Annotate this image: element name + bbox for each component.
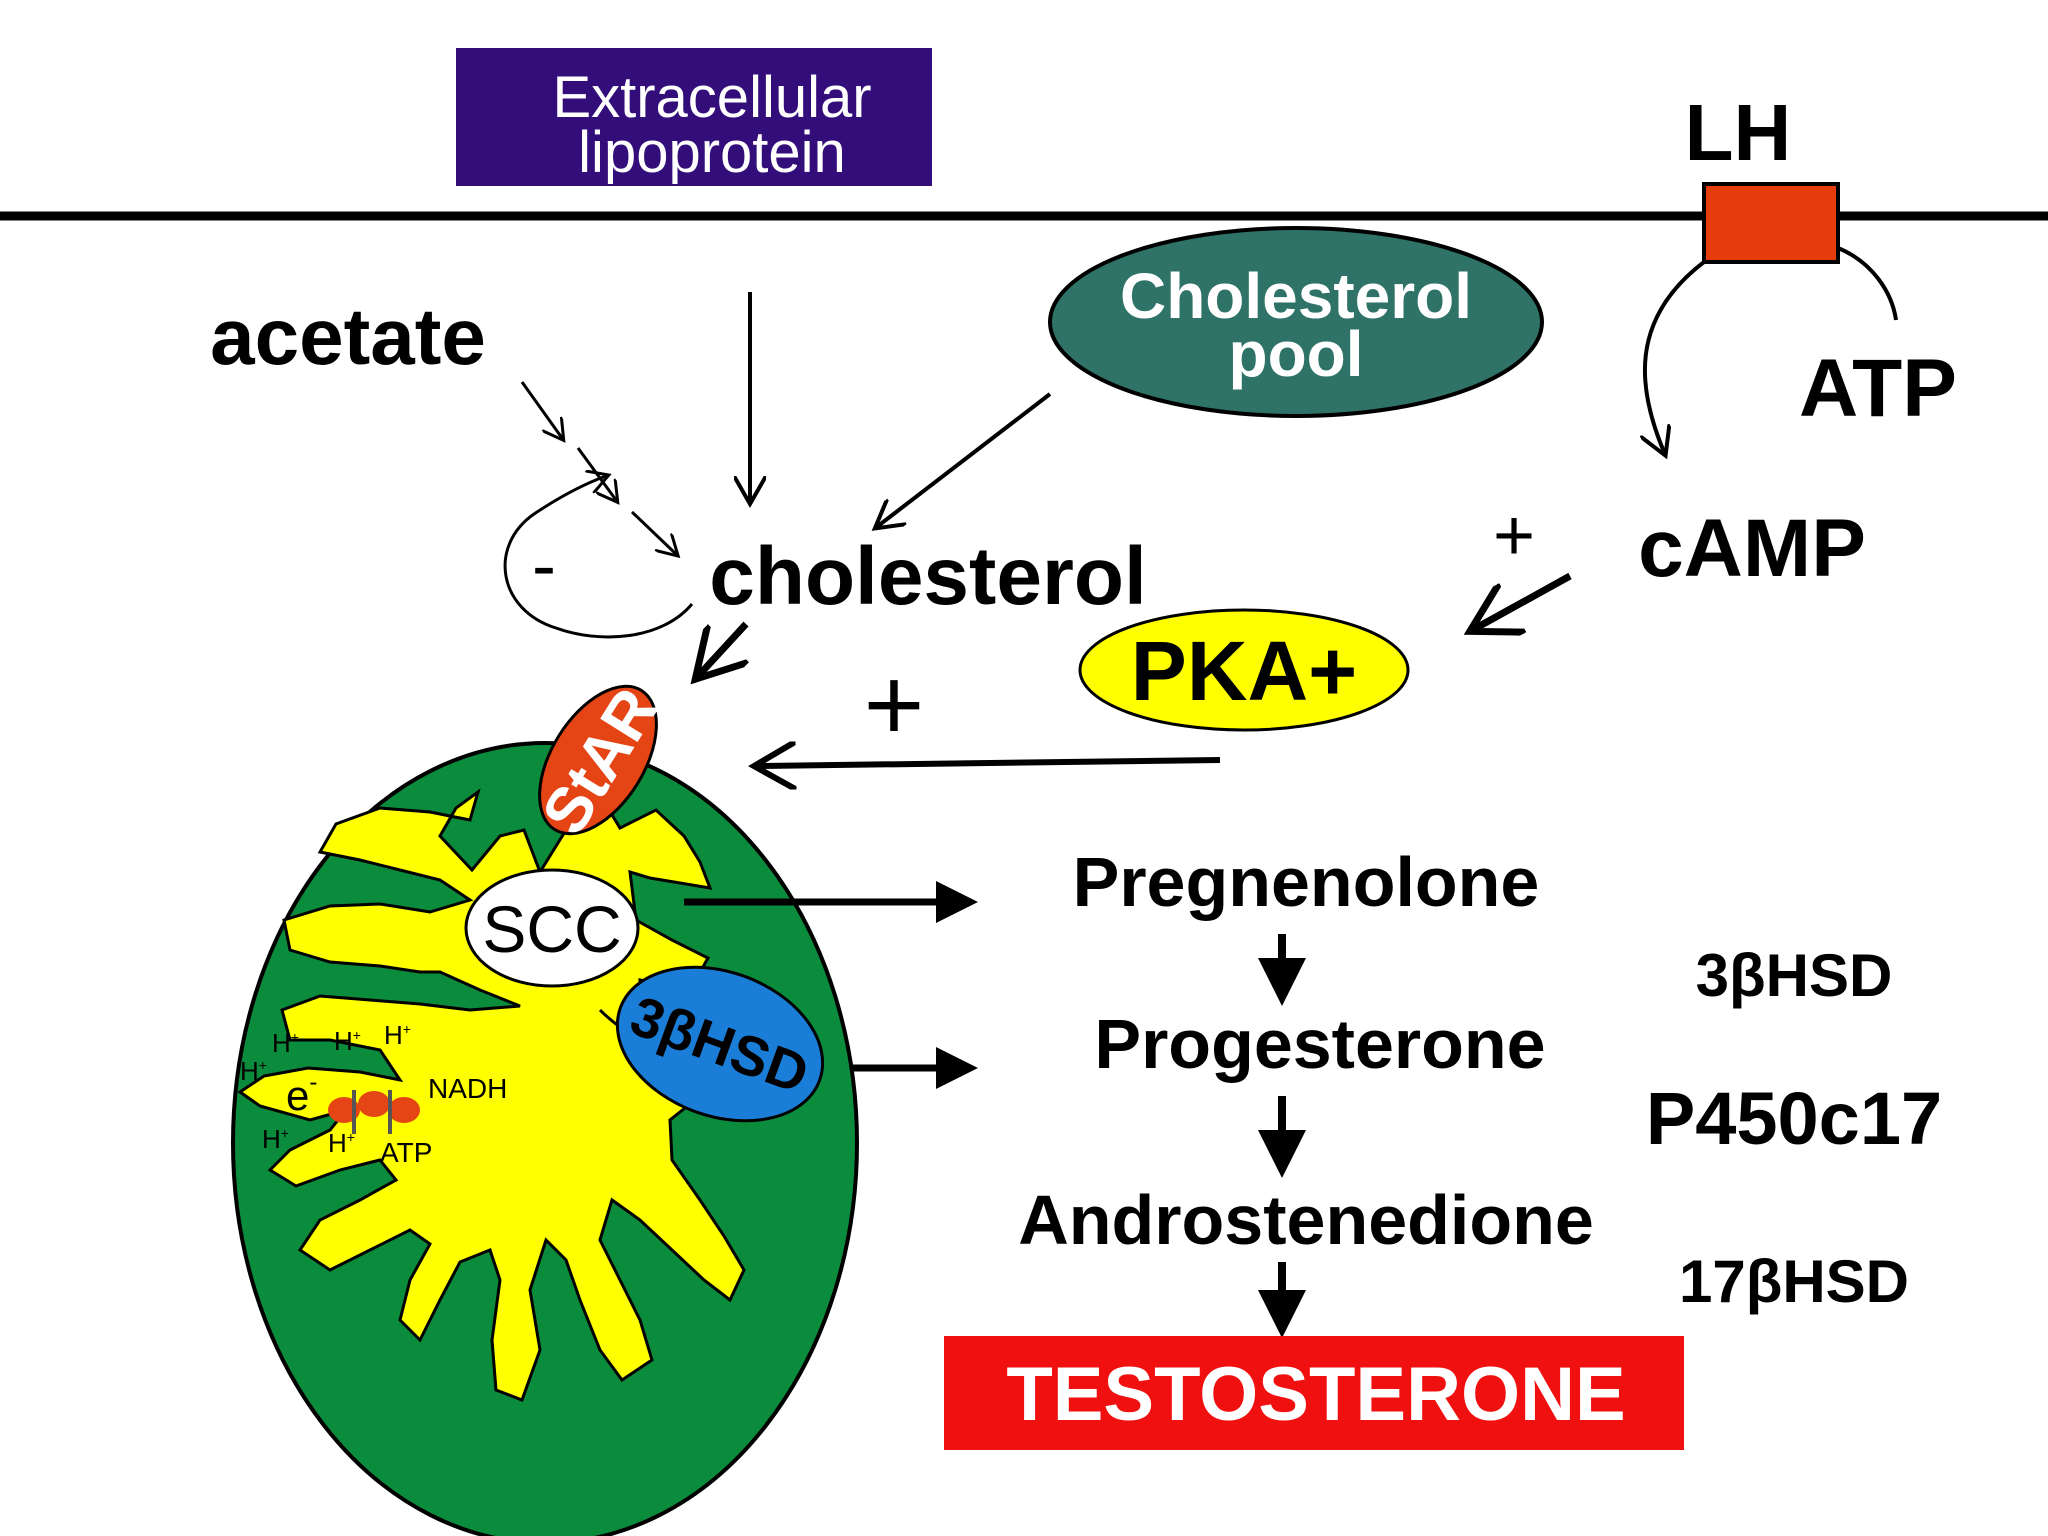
cholesterol-label: cholesterol: [709, 531, 1146, 622]
nadh-label: NADH: [428, 1073, 507, 1104]
proton-label: H+: [240, 1056, 267, 1086]
negative-feedback-loop: [503, 476, 694, 639]
atp-synthase-subunit: [358, 1091, 390, 1117]
atp-synthase-subunit: [388, 1097, 420, 1123]
lh-receptor: [1702, 182, 1840, 264]
electron-label: e-: [286, 1069, 317, 1119]
progesterone-label: Progesterone: [1094, 1005, 1545, 1083]
proton-label: H+: [272, 1028, 299, 1058]
scc-label: SCC: [482, 892, 621, 966]
androstenedione-label: Androstenedione: [1018, 1181, 1594, 1259]
acetate-arrow-2: [576, 447, 616, 500]
proton-label: H+: [334, 1026, 361, 1056]
electron-transport: H+ H+ H+ H+ H+ H+ e- NADH ATP: [240, 1020, 507, 1168]
pka-label: PKA+: [1131, 624, 1357, 718]
cholesterol-pool-oval: [1048, 226, 1544, 418]
camp-to-pka-arrow: [1476, 572, 1572, 628]
lh-label: LH: [1685, 88, 1792, 177]
pool-to-cholesterol-arrow: [878, 392, 1052, 526]
lipoprotein-label-line2: lipoprotein: [578, 120, 846, 185]
enzyme-p450c17-label: P450c17: [1646, 1077, 1942, 1160]
receptor-to-atp-curve: [1837, 246, 1898, 321]
mito-atp-label: ATP: [380, 1137, 432, 1168]
cholesterol-pool-line2: pool: [1228, 318, 1363, 390]
hsd3b-enzyme: 3βHSD: [615, 965, 825, 1123]
proton-label: H+: [328, 1128, 355, 1158]
pka-oval: [1078, 608, 1410, 732]
lipoprotein-box: [456, 48, 932, 186]
lipoprotein-label-line1: Extracellular: [552, 65, 871, 130]
camp-label: cAMP: [1638, 503, 1866, 594]
acetate-arrow-1: [520, 381, 562, 438]
acetate-label: acetate: [210, 292, 486, 381]
testosterone-label: TESTOSTERONE: [1006, 1352, 1625, 1437]
acetate-arrow-3: [630, 510, 676, 554]
pka-to-star-arrow: [760, 760, 1221, 766]
cholesterol-pool-line1: Cholesterol: [1120, 260, 1472, 332]
enzyme-3bhsd-label: 3βHSD: [1696, 942, 1893, 1009]
scc-enzyme: [464, 868, 640, 988]
plus-camp-sign: +: [1493, 496, 1535, 576]
minus-sign: -: [532, 526, 556, 606]
mitochondrion: StAR SCC 3βHSD H+ H+ H+ H+ H+ H+ e- NADH…: [231, 676, 859, 1536]
cholesterol-to-star-arrow: [700, 621, 746, 674]
testosterone-box: [944, 1336, 1684, 1450]
plus-pka-sign: +: [864, 647, 925, 763]
atp-label: ATP: [1799, 343, 1957, 434]
proton-label: H+: [262, 1124, 289, 1154]
proton-label: H+: [384, 1020, 411, 1050]
receptor-to-camp-arrow: [1645, 260, 1706, 452]
enzyme-17bhsd-label: 17βHSD: [1679, 1248, 1909, 1315]
pregnenolone-label: Pregnenolone: [1073, 843, 1540, 921]
